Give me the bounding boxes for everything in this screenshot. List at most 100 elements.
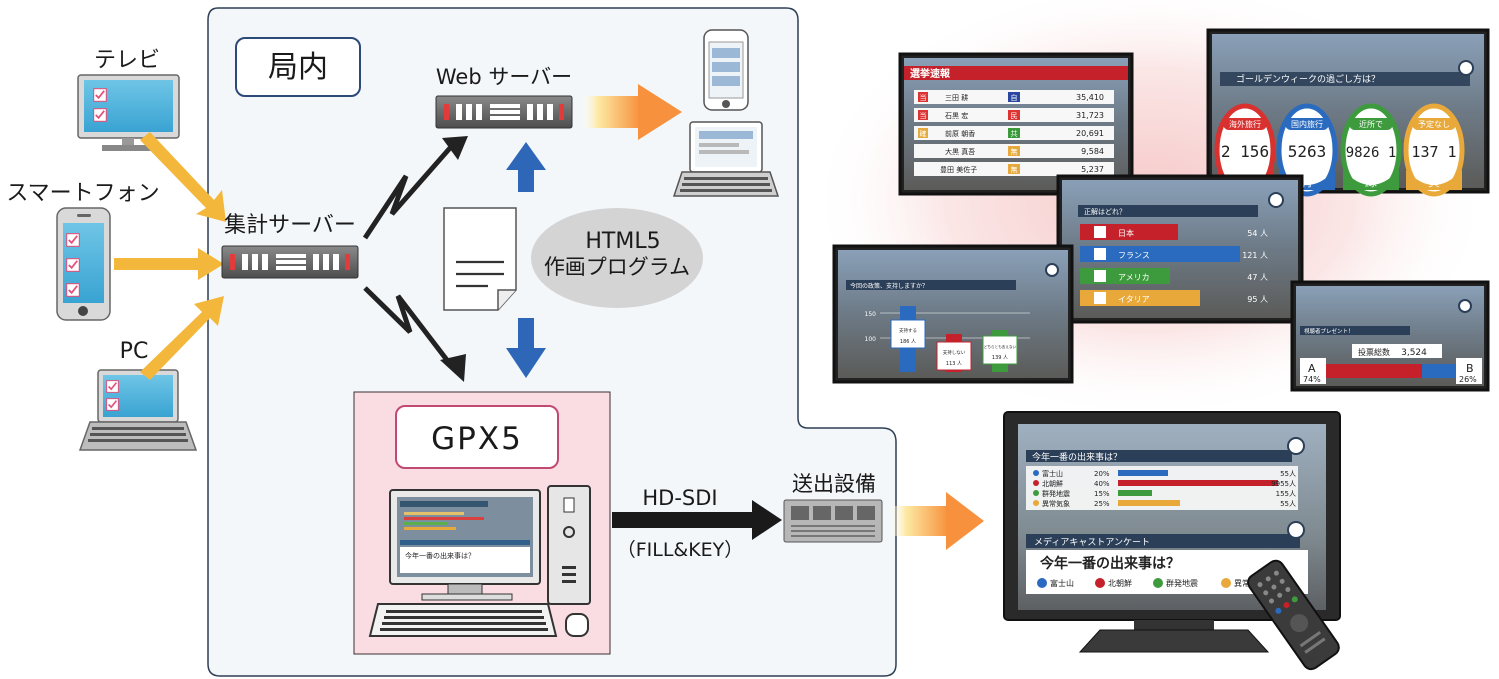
present-total: 3,524 [1401,348,1427,358]
web-client-laptop-icon [672,121,780,197]
tv-q-icon-top [1287,437,1305,455]
tv-row-pct-3: 25% [1094,500,1110,508]
tv-label: テレビ [94,48,160,73]
election-votes-1: 31,723 [1076,111,1104,120]
present-a-pct: 74% [1303,375,1321,384]
signal-label: HD-SDI [642,486,717,510]
document-icon [443,207,517,311]
remote-control-icon [1247,559,1340,671]
gw-value-0: 2 156 [1221,142,1269,161]
gw-tag-1: 青 [1301,175,1313,189]
gpx5-label-box [395,405,559,469]
election-party-1: 民 [1011,112,1018,120]
present-q-icon [1458,299,1472,313]
program-line2: 作画プログラム [544,255,690,279]
tv-device-icon [77,74,180,151]
policy-bar-value-2: 139 人 [992,355,1008,361]
quiz-opt-2: アメリカ [1118,273,1150,282]
tv-row-count-3: 55人 [1280,500,1296,508]
gw-tag-3: 黄 [1428,175,1440,189]
zigzag-to-web-head [442,136,468,160]
present-b-pct: 26% [1459,375,1477,384]
quiz-opt-3: イタリア [1118,295,1150,304]
tv-row-count-1: 9955人 [1271,480,1296,488]
signal-mode-label: （FILL&KEY） [617,539,744,561]
tv-row-pct-1: 40% [1094,480,1110,488]
election-party-3: 無 [1011,147,1018,156]
policy-tick-1: 100 [865,336,877,343]
election-name-2: 前原 朝香 [945,129,975,138]
present-title: 視聴者プレゼント！ [1304,327,1354,335]
tv-choice-2: 群発地震 [1166,578,1198,588]
tv-choice-1: 北朝鮮 [1108,578,1132,588]
election-name-1: 石黒 宏 [945,111,968,120]
zigzag-to-gpx [363,286,452,366]
web-output-arrow [580,84,682,140]
smartphone-label: スマートフォン [6,181,159,206]
election-name-4: 豊田 美佐子 [940,165,977,174]
main-tv: 今年一番の出来事は？ 富士山 北朝鮮 群発地震 異常気象 20% 40% 15%… [1003,411,1341,653]
policy-bar-label-1: 支持しない [943,349,966,356]
tv-row-label-2: 群発地震 [1042,489,1070,498]
policy-bar-value-1: 113 人 [946,361,962,367]
tv-row-pct-2: 15% [1094,490,1110,498]
gpx5-computer-icon: 今年一番の出来事は？ [368,485,591,637]
tv-row-count-2: 155人 [1276,490,1296,498]
gw-label-0: 海外旅行 [1229,119,1261,129]
election-votes-4: 5,237 [1081,165,1104,174]
blue-arrow-down [506,318,546,378]
election-badge-2: 確 [920,129,927,138]
quiz-val-2: 47 人 [1247,273,1268,282]
transmission-label: 送出設備 [792,472,876,496]
aggregation-server-icon [221,245,359,279]
tv-row-label-1: 北朝鮮 [1042,479,1063,488]
golden-week-screen: ゴールデンウィークの過ごし方は？ 海外旅行 国内旅行 近所で 予定なし 2 15… [1206,28,1490,197]
gw-value-1: 5263 [1288,142,1327,161]
web-client-phone-icon [703,29,749,111]
tv-row-pct-0: 20% [1094,470,1110,478]
election-votes-0: 35,410 [1076,93,1104,102]
election-title: 選挙速報 [910,67,951,80]
hd-sdi-arrow [612,500,782,540]
gw-label-2: 近所で [1359,119,1383,129]
policy-title: 今回の政策、支持しますか？ [850,282,928,290]
web-server-label: Web サーバー [436,65,572,89]
aggregation-server-label: 集計サーバー [224,213,356,238]
policy-screen: 今回の政策、支持しますか？ 150 100 支持する 186 人 支持しない 1… [832,244,1074,384]
election-screen: 選挙速報 当 当 確 三田 耕 石黒 宏 前原 朝香 大黒 真吾 豊田 美佐子 … [898,52,1134,196]
kyokunai-label: 局内 [268,50,328,85]
golden-week-ovals [1214,103,1465,197]
policy-bar-label-0: 支持する [899,327,917,334]
election-votes-2: 20,691 [1076,129,1104,138]
quiz-opt-1: フランス [1118,251,1150,260]
quiz-title: 正解はどれ？ [1084,207,1126,216]
golden-week-title: ゴールデンウィークの過ごし方は？ [1236,73,1380,85]
election-party-0: 自 [1011,93,1018,102]
policy-bar-value-0: 186 人 [900,339,916,345]
quiz-q-icon [1268,192,1284,208]
kyokunai-label-box [235,37,361,97]
tv-rows [1033,470,1278,506]
transmission-equipment-icon [783,499,883,543]
policy-bar-label-2: どちらとも言えない [984,344,1017,349]
tv-row-label-3: 異常気象 [1042,499,1070,508]
election-votes-3: 9,584 [1081,147,1104,156]
present-total-label: 投票総数 [1358,347,1390,357]
gw-value-3: 137 1 [1411,143,1456,161]
quiz-val-3: 95 人 [1247,295,1268,304]
pc-label: PC [120,339,149,364]
zigzag-to-gpx-head [440,354,466,382]
election-name-3: 大黒 真吾 [945,147,975,156]
device-to-server-arrows [114,132,226,380]
smartphone-device-icon [56,207,111,321]
golden-week-q-icon [1458,60,1474,76]
quiz-opt-0: 日本 [1118,228,1134,238]
election-badge-0: 当 [920,93,927,102]
election-badge-1: 当 [920,111,927,120]
blue-arrow-up [506,142,546,192]
zigzag-to-web [362,146,452,240]
gw-label-3: 予定なし [1418,119,1450,129]
tv-row-count-0: 55人 [1280,470,1296,478]
election-name-0: 三田 耕 [945,93,968,102]
gw-label-1: 国内旅行 [1291,119,1323,129]
